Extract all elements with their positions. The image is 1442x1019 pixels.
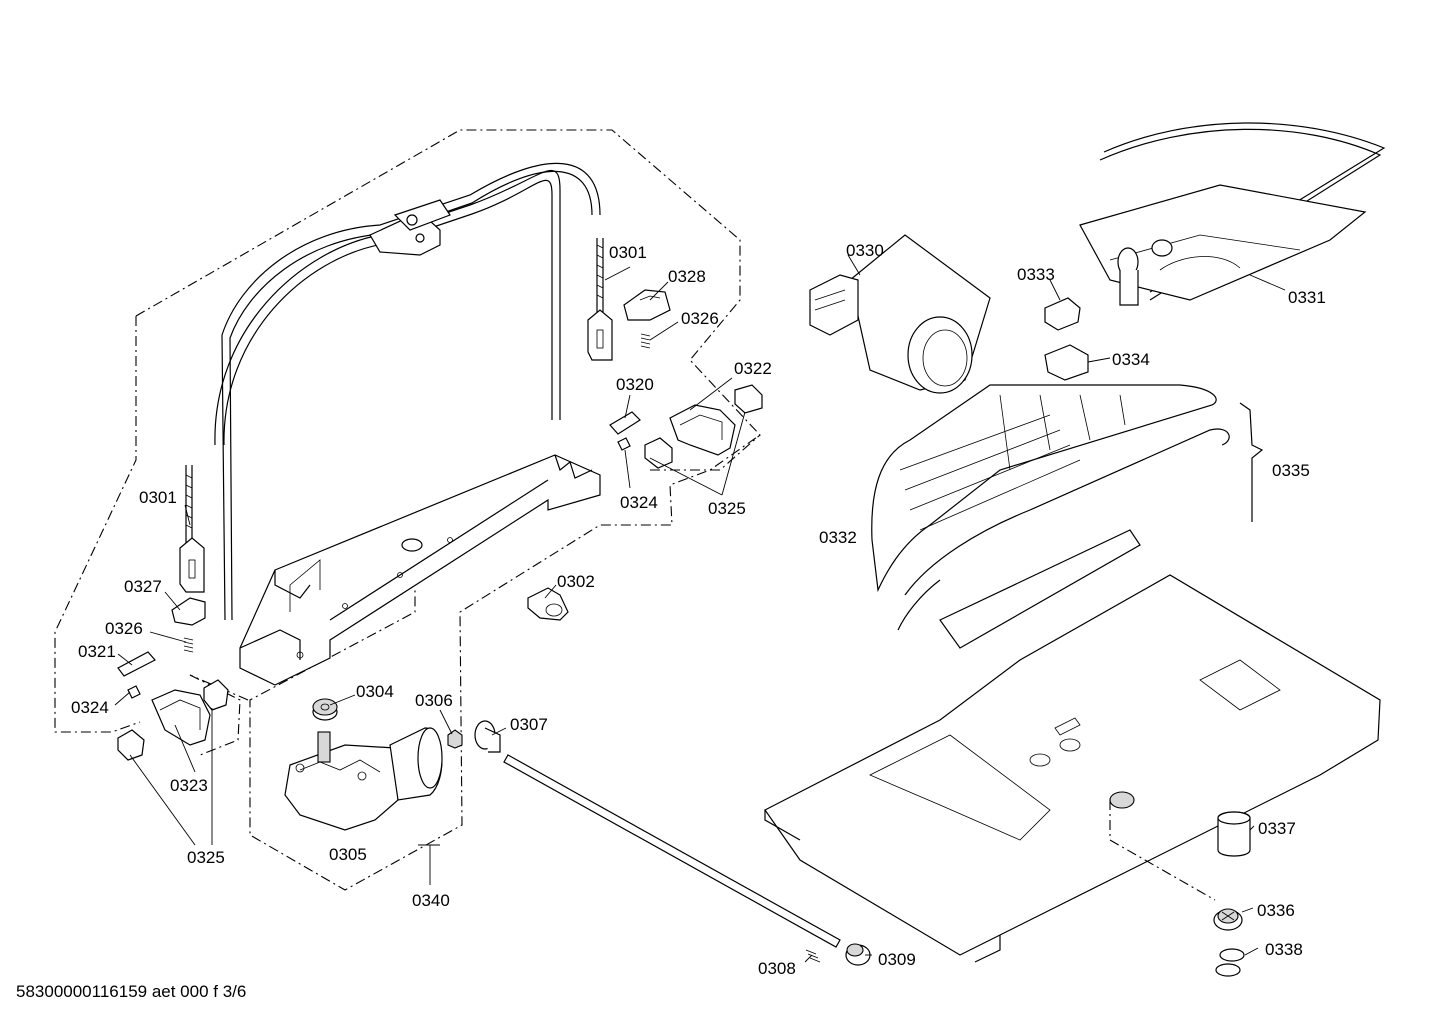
label-0302: 0302 xyxy=(557,572,595,591)
part-0334 xyxy=(1044,344,1089,381)
part-0301-lower xyxy=(179,465,205,593)
part-labels: 0301 0328 0326 0322 0320 0324 0325 0301 … xyxy=(71,241,1326,978)
leader-lines xyxy=(114,254,1286,963)
label-0309: 0309 xyxy=(878,950,916,969)
label-0307: 0307 xyxy=(510,715,548,734)
part-0305-motor xyxy=(284,727,443,831)
label-0337: 0337 xyxy=(1258,819,1296,838)
part-0302 xyxy=(527,587,569,621)
part-0336 xyxy=(1213,908,1243,931)
label-0304: 0304 xyxy=(356,682,394,701)
part-0337 xyxy=(1217,811,1251,857)
part-0309-nut xyxy=(845,943,871,966)
part-0328 xyxy=(623,289,671,321)
label-0327: 0327 xyxy=(124,577,162,596)
part-0326-lower-spring xyxy=(183,637,194,653)
part-0331-tray xyxy=(1079,122,1386,306)
label-0301-upper: 0301 xyxy=(609,243,647,262)
hose-assembly xyxy=(214,162,601,621)
label-0325-lower: 0325 xyxy=(187,848,225,867)
label-0336: 0336 xyxy=(1257,901,1295,920)
label-0331: 0331 xyxy=(1288,288,1326,307)
label-0330: 0330 xyxy=(846,241,884,260)
label-0306: 0306 xyxy=(415,691,453,710)
label-0324-upper: 0324 xyxy=(620,493,658,512)
part-0324-upper xyxy=(617,437,631,451)
part-0338 xyxy=(1215,948,1245,977)
part-0308-spring xyxy=(805,949,821,963)
label-0326-lower: 0326 xyxy=(105,619,143,638)
label-0308: 0308 xyxy=(758,959,796,978)
label-0301-lower: 0301 xyxy=(139,488,177,507)
part-0324-lower xyxy=(127,685,141,699)
part-0333 xyxy=(1044,297,1081,331)
label-0328: 0328 xyxy=(668,267,706,286)
part-0325-lower-left xyxy=(117,729,145,761)
label-0323: 0323 xyxy=(170,776,208,795)
label-0325-upper: 0325 xyxy=(708,499,746,518)
label-0321: 0321 xyxy=(78,642,116,661)
label-0340: 0340 xyxy=(412,891,450,910)
part-0306 xyxy=(447,729,463,749)
part-0335-rod xyxy=(1239,402,1264,522)
part-0332-duct xyxy=(871,384,1230,649)
part-0320 xyxy=(609,411,641,435)
part-0325-upper-housing xyxy=(644,404,761,471)
part-0307-coupling xyxy=(474,720,501,753)
label-0333: 0333 xyxy=(1017,265,1055,284)
label-0335: 0335 xyxy=(1272,461,1310,480)
part-0327 xyxy=(171,597,206,626)
part-0325-lower-right xyxy=(203,679,229,711)
label-0332: 0332 xyxy=(819,528,857,547)
channel-bracket xyxy=(239,454,601,686)
label-0326-upper: 0326 xyxy=(681,309,719,328)
part-0301-upper xyxy=(587,238,613,361)
part-0322 xyxy=(734,384,763,414)
part-0323 xyxy=(151,689,211,746)
part-0304-gear xyxy=(312,698,338,721)
label-0324-lower: 0324 xyxy=(71,698,109,717)
part-0326-upper-spring xyxy=(640,333,651,349)
label-0338: 0338 xyxy=(1265,940,1303,959)
label-0320: 0320 xyxy=(616,375,654,394)
part-0321 xyxy=(117,651,156,677)
label-0305: 0305 xyxy=(329,845,367,864)
footer-code: 58300000116159 aet 000 f 3/6 xyxy=(16,982,246,1001)
part-0330-fan xyxy=(809,234,991,394)
label-0334: 0334 xyxy=(1112,350,1150,369)
base-plate xyxy=(764,574,1381,963)
shaft xyxy=(503,754,841,948)
label-0322: 0322 xyxy=(734,359,772,378)
